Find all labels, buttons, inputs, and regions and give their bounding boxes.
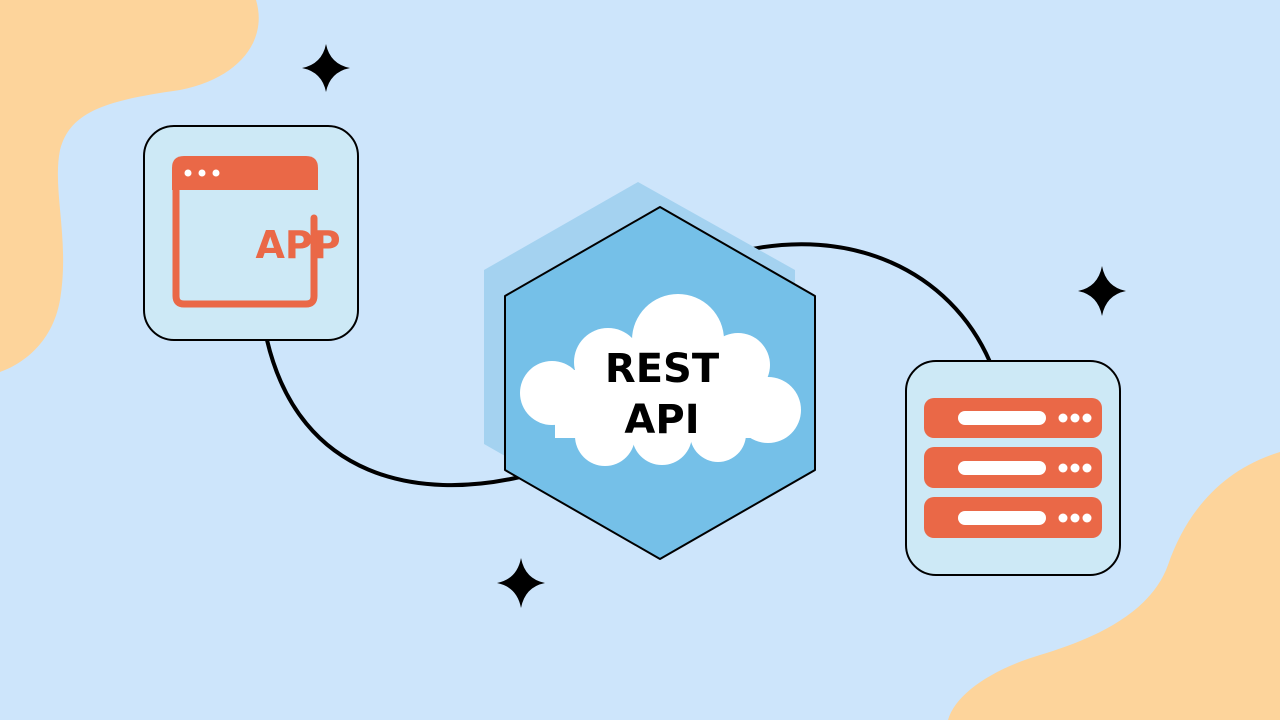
server-unit <box>924 497 1102 538</box>
blob-bottom-right <box>948 452 1280 720</box>
server-stack-icon <box>924 398 1102 538</box>
app-window-icon: APP <box>172 156 341 308</box>
cloud-icon <box>520 294 801 466</box>
api-label-line1: REST <box>605 346 720 392</box>
app-label: APP <box>255 223 340 267</box>
server-node <box>905 360 1121 576</box>
app-node: APP <box>143 125 359 341</box>
connector-app-to-api <box>265 339 521 488</box>
blob-top-left <box>0 0 259 372</box>
server-unit <box>924 447 1102 488</box>
app-window-dot <box>212 169 220 177</box>
app-window-titlebar <box>172 156 318 190</box>
app-window-dot <box>184 169 192 177</box>
api-label-line2: API <box>624 397 699 443</box>
sparkle-icon <box>302 44 350 92</box>
api-node: REST API <box>484 182 816 560</box>
server-unit <box>924 398 1102 438</box>
sparkle-icon <box>497 558 545 608</box>
app-window-frame <box>172 162 318 308</box>
connector-api-to-server <box>737 242 992 363</box>
app-window-dot <box>198 169 206 177</box>
sparkle-icon <box>1078 266 1126 316</box>
